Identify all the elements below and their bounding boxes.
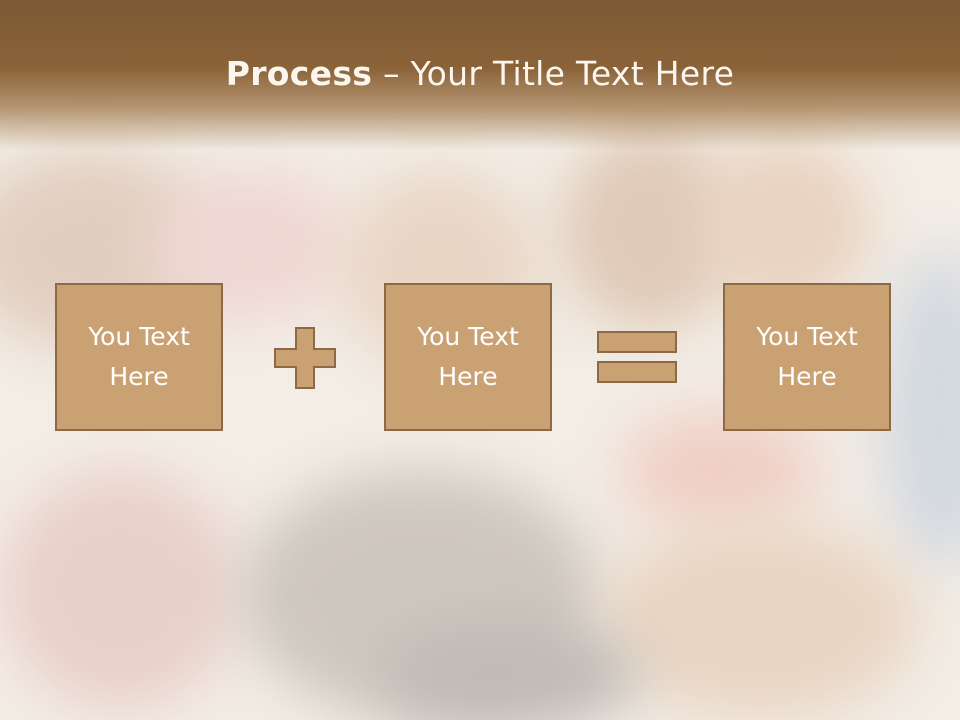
plus-icon (274, 327, 336, 389)
title-rest-part: – Your Title Text Here (372, 54, 735, 93)
title-band (0, 0, 960, 150)
process-box-3[interactable]: You Text Here (723, 283, 891, 431)
process-box-2[interactable]: You Text Here (384, 283, 552, 431)
slide-title: Process – Your Title Text Here (0, 54, 960, 93)
title-bold-part: Process (225, 54, 373, 93)
equals-icon (597, 331, 677, 385)
process-box-1[interactable]: You Text Here (55, 283, 223, 431)
